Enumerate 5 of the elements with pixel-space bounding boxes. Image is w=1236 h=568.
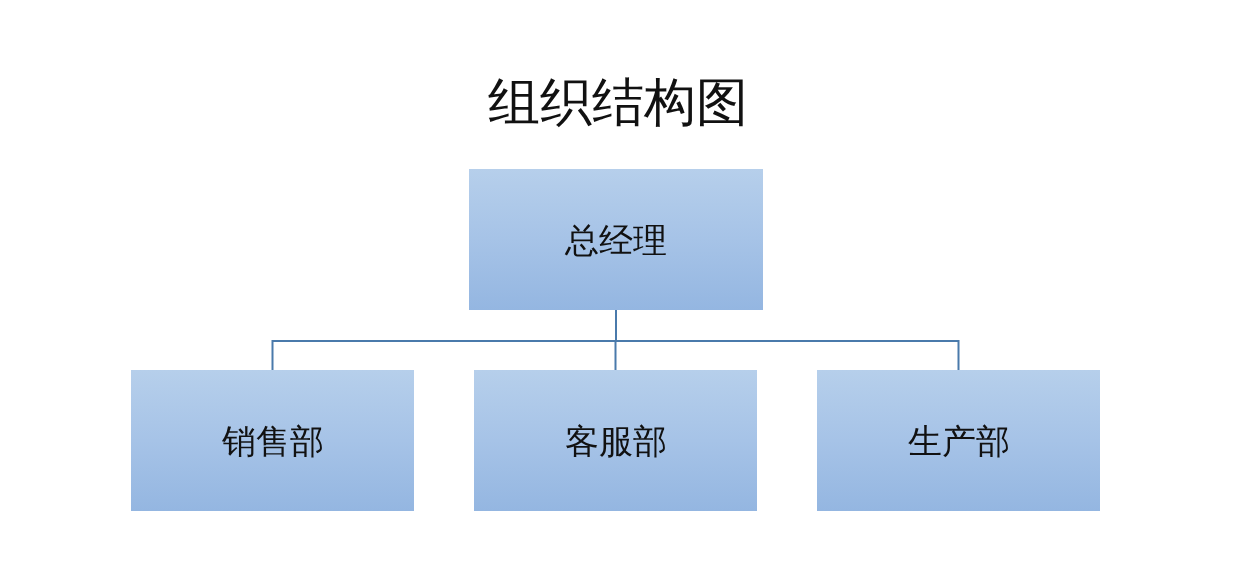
org-box: 生产部 bbox=[817, 370, 1100, 511]
diagram-title: 组织结构图 bbox=[488, 71, 748, 134]
org-box: 客服部 bbox=[474, 370, 757, 511]
org-box: 总经理 bbox=[469, 169, 763, 310]
org-box: 销售部 bbox=[131, 370, 414, 511]
